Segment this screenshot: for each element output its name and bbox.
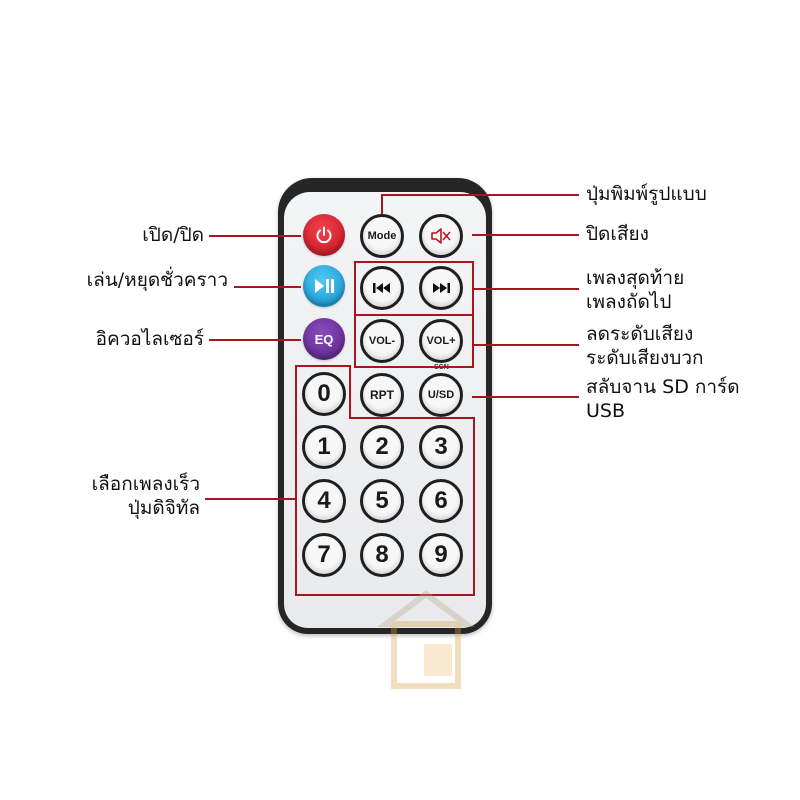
next-track-icon: [433, 283, 450, 293]
mode-button[interactable]: Mode: [360, 214, 404, 258]
power-icon: [316, 226, 332, 244]
digits-callout-line2: ปุ่มดิจิทัล: [127, 497, 200, 519]
digit-6-button[interactable]: 6: [419, 479, 463, 523]
track-leader: [474, 288, 579, 290]
power-leader: [209, 235, 301, 237]
digit-4-label: 4: [317, 487, 331, 514]
track-callout-line2: เพลงถัดไป: [586, 291, 672, 313]
digit-0-button[interactable]: 0: [302, 372, 346, 416]
mode-label: Mode: [367, 230, 397, 242]
source-callout: สลับจาน SD การ์ด USB: [586, 375, 740, 423]
digit-1-label: 1: [317, 433, 331, 460]
previous-track-icon: [373, 283, 390, 293]
source-callout-line2: USB: [586, 400, 626, 422]
digit-5-label: 5: [375, 487, 389, 514]
digits-leader: [205, 498, 296, 500]
mode-leader: [381, 194, 579, 196]
repeat-label: RPT: [370, 388, 394, 402]
volume-up-button[interactable]: VOL+: [419, 319, 463, 363]
digit-9-button[interactable]: 9: [419, 533, 463, 577]
mute-callout-text: ปิดเสียง: [586, 223, 649, 245]
volume-leader: [474, 344, 579, 346]
play-pause-button[interactable]: [303, 265, 345, 307]
digit-2-label: 2: [375, 433, 389, 460]
source-leader: [472, 396, 579, 398]
eq-button[interactable]: EQ: [303, 318, 345, 360]
digit-6-label: 6: [434, 487, 448, 514]
digit-7-button[interactable]: 7: [302, 533, 346, 577]
volume-buttons-highlight: [354, 314, 474, 368]
mute-callout: ปิดเสียง: [586, 222, 649, 246]
previous-track-button[interactable]: [360, 266, 404, 310]
mode-leader-vertical: [381, 194, 383, 214]
track-callout: เพลงสุดท้าย เพลงถัดไป: [586, 266, 684, 314]
play-pause-icon: [315, 279, 334, 293]
digit-1-button[interactable]: 1: [302, 425, 346, 469]
next-track-button[interactable]: [419, 266, 463, 310]
eq-callout: อิควอไลเซอร์: [96, 327, 204, 351]
source-callout-line1: สลับจาน SD การ์ด: [586, 376, 740, 398]
repeat-button[interactable]: RPT: [360, 373, 404, 417]
power-button[interactable]: [303, 214, 345, 256]
volume-up-label: VOL+: [426, 335, 456, 347]
play-pause-callout: เล่น/หยุดชั่วคราว: [87, 268, 228, 292]
power-callout: เปิด/ปิด: [142, 223, 204, 247]
volume-callout-line2: ระดับเสียงบวก: [586, 347, 704, 369]
digits-callout-line1: เลือกเพลงเร็ว: [91, 473, 200, 495]
digit-3-label: 3: [434, 433, 448, 460]
watermark-logo: [377, 590, 475, 689]
power-callout-text: เปิด/ปิด: [142, 224, 204, 246]
track-callout-line1: เพลงสุดท้าย: [586, 267, 685, 289]
digit-7-label: 7: [317, 541, 331, 568]
digit-8-label: 8: [375, 541, 389, 568]
eq-callout-text: อิควอไลเซอร์: [95, 328, 204, 350]
play-pause-callout-text: เล่น/หยุดชั่วคราว: [86, 269, 228, 291]
eq-leader: [209, 339, 301, 341]
mode-callout: ปุ่มพิมพ์รูปแบบ: [586, 182, 707, 206]
usd-label: U/SD: [427, 389, 455, 401]
play-pause-leader: [234, 286, 301, 288]
mode-callout-text: ปุ่มพิมพ์รูปแบบ: [586, 183, 707, 205]
mute-button[interactable]: [419, 214, 463, 258]
digit-9-label: 9: [434, 541, 448, 568]
mute-icon: [431, 228, 451, 244]
volume-down-button[interactable]: VOL-: [360, 319, 404, 363]
digit-5-button[interactable]: 5: [360, 479, 404, 523]
digits-callout: เลือกเพลงเร็ว ปุ่มดิจิทัล: [92, 472, 200, 520]
volume-callout: ลดระดับเสียง ระดับเสียงบวก: [586, 322, 704, 370]
digit-3-button[interactable]: 3: [419, 425, 463, 469]
digit-4-button[interactable]: 4: [302, 479, 346, 523]
mute-leader: [472, 234, 579, 236]
eq-label: EQ: [314, 331, 334, 347]
digit-8-button[interactable]: 8: [360, 533, 404, 577]
volume-down-label: VOL-: [368, 335, 396, 347]
digit-2-button[interactable]: 2: [360, 425, 404, 469]
usd-button[interactable]: U/SD: [419, 373, 463, 417]
volume-callout-line1: ลดระดับเสียง: [586, 323, 694, 345]
digit-0-label: 0: [317, 380, 331, 407]
